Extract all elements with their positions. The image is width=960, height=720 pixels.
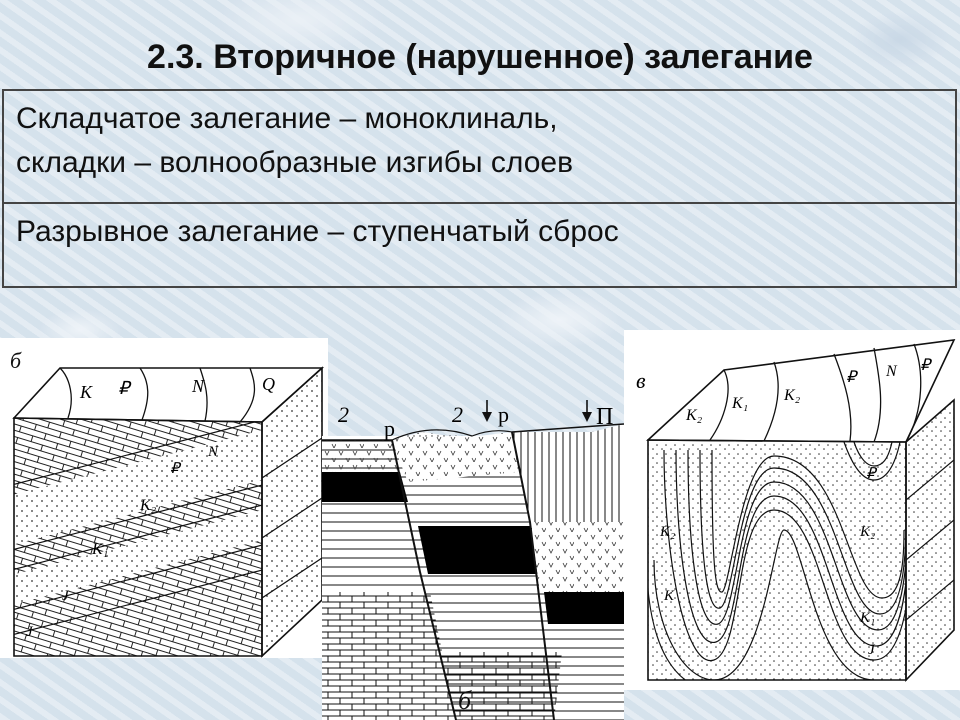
stratum-label: K₂ bbox=[659, 524, 675, 540]
figure-caption: б bbox=[458, 686, 472, 715]
step-fault-figure: 2 р 2 р П bbox=[322, 400, 624, 720]
stratum-label: ₽ bbox=[866, 466, 878, 482]
folds-block-figure: в K₂ K₁ K₂ ₽ N ₽ ₽ K₂ K₂ K₁ J K bbox=[624, 330, 960, 690]
stratum-label: 2 bbox=[452, 402, 463, 427]
row-text-line: Складчатое залегание – моноклиналь, bbox=[16, 102, 558, 135]
stratum-label: J bbox=[868, 642, 876, 658]
stratum-label: K₁ bbox=[91, 541, 108, 558]
stratum-label: K₂ bbox=[859, 524, 875, 540]
corner-label: б bbox=[10, 348, 22, 373]
stratum-label: K₁ bbox=[859, 610, 875, 626]
stratum-label: K₂ bbox=[783, 387, 801, 404]
monocline-block-figure: б K ₽ N Q N ₽ K₂ K₁ J J bbox=[0, 338, 328, 658]
stratum-label: ₽ bbox=[118, 378, 132, 398]
stratum-label: N bbox=[207, 444, 219, 460]
stratum-label: N bbox=[191, 376, 205, 396]
stratum-label: 2 bbox=[338, 402, 349, 427]
stratum-label: ₽ bbox=[170, 461, 182, 477]
stratum-label: N bbox=[885, 363, 898, 380]
stratum-label: ₽ bbox=[920, 357, 933, 374]
stratum-label: р bbox=[498, 402, 509, 427]
stratum-label: Q bbox=[262, 374, 275, 394]
table-row-folded: Складчатое залегание – моноклиналь, скла… bbox=[4, 91, 955, 204]
stratum-label: ₽ bbox=[846, 369, 859, 386]
stratum-label: П bbox=[596, 404, 613, 430]
row-text-line: складки – волнообразные изгибы слоев bbox=[16, 146, 574, 179]
stratum-label: K₂ bbox=[139, 497, 157, 514]
row-text-line: Разрывное залегание – ступенчатый сброс bbox=[16, 215, 619, 248]
stratum-label: K₂ bbox=[685, 407, 703, 424]
stratum-label: J bbox=[62, 588, 70, 604]
stratum-label: K bbox=[663, 588, 675, 604]
corner-label: в bbox=[636, 368, 646, 393]
table-row-faulted: Разрывное залегание – ступенчатый сброс bbox=[4, 204, 955, 288]
definition-table: Складчатое залегание – моноклиналь, скла… bbox=[2, 89, 957, 288]
slide-title: 2.3. Вторичное (нарушенное) залегание bbox=[147, 38, 813, 76]
stratum-label: K bbox=[79, 382, 93, 402]
stratum-label: J bbox=[26, 624, 34, 640]
stratum-label: K₁ bbox=[731, 395, 748, 412]
stratum-label: р bbox=[384, 416, 395, 441]
